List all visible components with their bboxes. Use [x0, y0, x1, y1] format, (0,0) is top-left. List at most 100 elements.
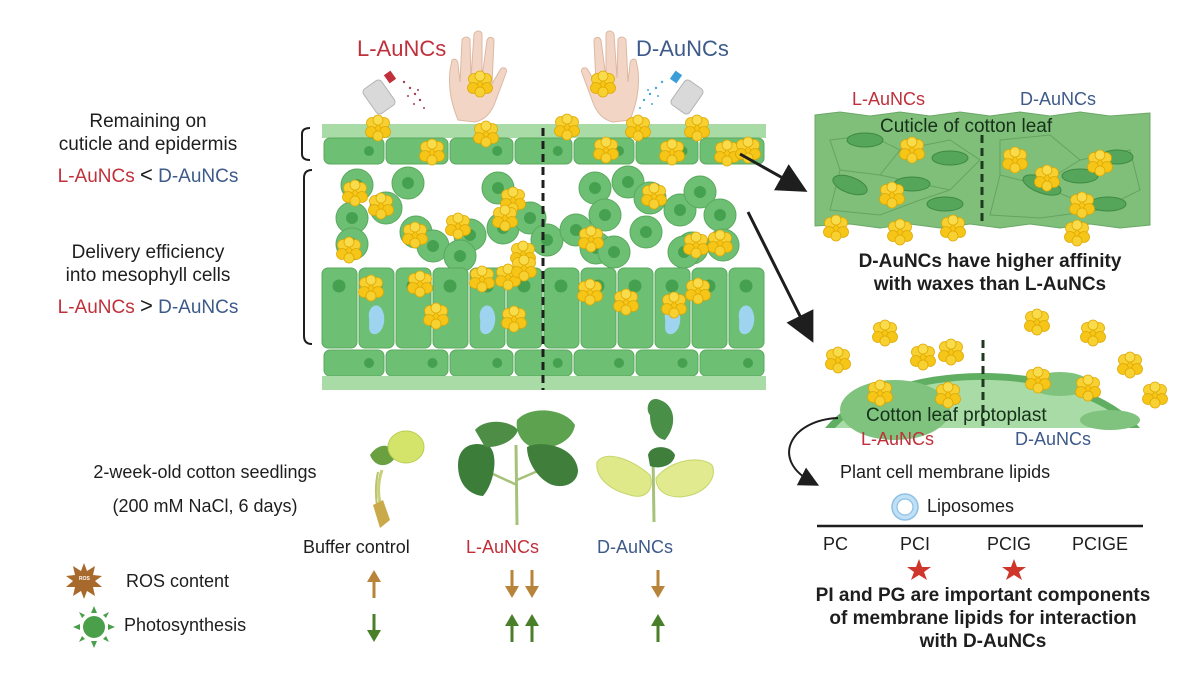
lipids-conclusion-line1: PI and PG are important components	[815, 585, 1151, 606]
nucleus	[427, 358, 438, 368]
seedlings-title-line1: 2-week-old cotton seedlings	[93, 462, 317, 482]
group-label-l-auncs: L-AuNCs	[466, 537, 540, 557]
comparison-left: L-AuNCs	[57, 166, 135, 187]
nucleus	[674, 204, 686, 216]
nucleus	[614, 358, 624, 368]
nanocluster	[661, 291, 687, 319]
seedling-d-auncs	[596, 398, 714, 523]
top-d-auncs-label: D-AuNCs	[636, 36, 729, 61]
nanocluster	[445, 212, 471, 240]
seedling-l-auncs	[458, 410, 578, 526]
nucleus	[554, 279, 568, 293]
seedling-buffer-control	[370, 430, 425, 528]
photosynthesis-arrow-up	[651, 614, 665, 642]
nanocluster	[577, 278, 603, 306]
nanocluster	[358, 274, 384, 302]
legend-ros-label: ROS content	[126, 571, 230, 591]
group-label-d-auncs: D-AuNCs	[597, 537, 674, 557]
arrow-to-protoplast	[746, 211, 814, 343]
lipid-type-pcig: PCIG	[987, 534, 1032, 554]
vacuole	[368, 305, 385, 335]
vacuole	[479, 305, 496, 335]
cuticle-l-label: L-AuNCs	[852, 89, 926, 109]
nanocluster	[336, 236, 362, 264]
effect-arrows	[367, 570, 665, 642]
delivery-comparison: L-AuNCs > D-AuNCs	[0, 294, 296, 319]
nucleus	[622, 176, 634, 188]
epidermis-cell	[323, 137, 385, 165]
cuticle-title: Cuticle of cotton leaf	[880, 116, 1053, 137]
cuticle-conclusion: D-AuNCs have higher affinity with waxes …	[780, 250, 1196, 296]
delivery-line1: Delivery efficiency	[71, 242, 225, 263]
protoplast-l-label: L-AuNCs	[861, 429, 935, 449]
nucleus	[640, 226, 652, 238]
epidermis-cell	[573, 349, 635, 377]
nanocluster	[473, 120, 499, 148]
nanocluster	[423, 302, 449, 330]
comparison-operator: <	[139, 162, 153, 187]
spray-mist-left	[402, 80, 425, 109]
nucleus	[608, 246, 620, 258]
hand-left-icon	[449, 30, 507, 123]
protoplast-title: Cotton leaf protoplast	[866, 405, 1047, 426]
photosynthesis-arrow-up	[525, 614, 539, 642]
nanocluster	[683, 231, 709, 259]
nanocluster	[511, 254, 537, 282]
vacuole	[738, 305, 755, 335]
nanocluster	[501, 305, 527, 333]
nanocluster	[578, 225, 604, 253]
epidermis-cell	[449, 349, 514, 377]
ros-icon	[66, 563, 102, 599]
ros-icon-text: ROS	[79, 576, 90, 582]
nucleus	[492, 182, 504, 194]
liposomes-label: Liposomes	[927, 496, 1015, 516]
group-label-buffer: Buffer control	[303, 537, 410, 557]
nanocluster	[407, 270, 433, 298]
delivery-annotation: Delivery efficiency into mesophyll cells…	[0, 241, 296, 319]
protoplast-d-label: D-AuNCs	[1015, 429, 1092, 449]
cuticle-conclusion-line1: D-AuNCs have higher affinity	[858, 251, 1122, 272]
nanocluster	[641, 182, 667, 210]
liposome-icon	[891, 493, 919, 521]
bracket-epidermis	[301, 127, 311, 161]
lipids-label: Plant cell membrane lipids	[840, 462, 1051, 482]
seedlings-title-line2: (200 mM NaCl, 6 days)	[112, 496, 298, 516]
nucleus	[402, 177, 414, 189]
delivery-line2: into mesophyll cells	[65, 265, 231, 286]
comparison-left: L-AuNCs	[57, 297, 135, 318]
cuticle-d-label: D-AuNCs	[1020, 89, 1097, 109]
palisade-cell	[543, 267, 580, 349]
ros-arrow-up	[367, 570, 381, 598]
epidermis-cell	[385, 349, 449, 377]
epidermis-cell	[514, 137, 573, 165]
nanocluster	[402, 221, 428, 249]
nucleus	[599, 209, 611, 221]
nucleus	[443, 279, 457, 293]
nucleus	[454, 250, 466, 262]
nanocluster	[613, 288, 639, 316]
remaining-comparison: L-AuNCs < D-AuNCs	[0, 163, 296, 188]
arrow-to-cuticle	[739, 152, 808, 192]
spray-mist-right	[639, 80, 664, 109]
nanocluster	[625, 114, 651, 142]
epidermis-cell	[635, 349, 699, 377]
spray-bottle-right-icon	[669, 70, 704, 115]
nanocluster	[684, 114, 710, 142]
epidermis-cell	[323, 349, 385, 377]
nanocluster	[365, 114, 391, 142]
cuticle-surface	[814, 111, 1151, 247]
photosynthesis-icon	[73, 606, 115, 648]
nucleus	[570, 224, 582, 236]
ros-arrow-down	[505, 570, 519, 598]
nucleus	[714, 209, 726, 221]
nanocluster	[659, 138, 685, 166]
photosynthesis-arrow-up	[505, 614, 519, 642]
nucleus	[739, 279, 753, 293]
nucleus	[517, 279, 531, 293]
nanocluster	[342, 179, 368, 207]
hand-right-icon	[581, 30, 639, 123]
nucleus	[552, 146, 563, 156]
star-icons	[907, 559, 1026, 580]
comparison-operator: >	[139, 293, 153, 318]
nanocluster	[419, 138, 445, 166]
